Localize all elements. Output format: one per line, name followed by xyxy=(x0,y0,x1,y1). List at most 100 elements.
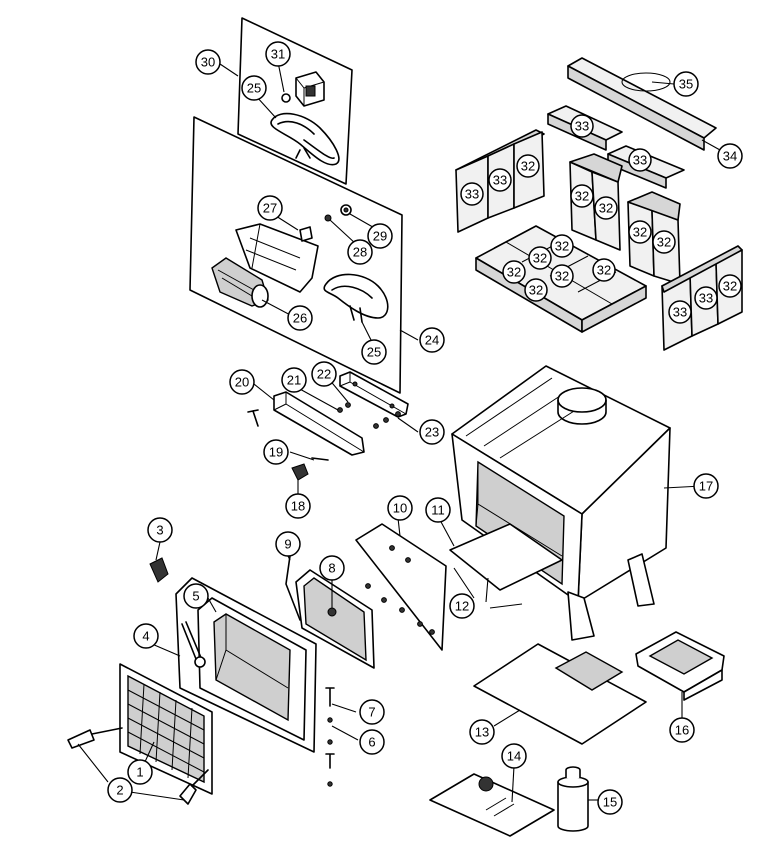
brick-label-number: 32 xyxy=(723,279,737,294)
callout-number: 2 xyxy=(116,783,123,798)
baffle-assembly xyxy=(247,371,409,481)
callout-25: 25 xyxy=(361,339,387,365)
callout-31: 31 xyxy=(265,41,291,67)
brick-label-32: 32 xyxy=(592,258,616,282)
callout-1: 1 xyxy=(127,759,153,785)
brick-label-33: 33 xyxy=(488,168,512,192)
brick-label-circle xyxy=(592,258,616,282)
brick-label-32: 32 xyxy=(516,154,540,178)
callout-circle xyxy=(347,239,373,265)
brick-label-circle xyxy=(488,168,512,192)
callout-25: 25 xyxy=(241,75,267,101)
brick-label-circle xyxy=(570,114,594,138)
brick-label-circle xyxy=(628,220,652,244)
brick-label-circle xyxy=(628,148,652,172)
callout-circle xyxy=(419,419,445,445)
callout-number: 17 xyxy=(699,479,713,494)
callout-15: 15 xyxy=(597,789,623,815)
callout-circle xyxy=(387,495,413,521)
callout-8: 8 xyxy=(319,555,345,581)
callout-number: 6 xyxy=(368,735,375,750)
brick-label-33: 33 xyxy=(460,182,484,206)
callout-number: 34 xyxy=(723,149,737,164)
door-frame xyxy=(149,557,317,753)
callout-22: 22 xyxy=(311,361,337,387)
callout-circle xyxy=(319,555,345,581)
brick-label-32: 32 xyxy=(550,264,574,288)
brick-label-circle xyxy=(550,234,574,258)
floor-protector xyxy=(473,643,647,745)
callout-number: 35 xyxy=(679,77,693,92)
brick-label-circle xyxy=(718,274,742,298)
callout-10: 10 xyxy=(387,495,413,521)
callout-circle xyxy=(133,623,159,649)
brick-label-circle xyxy=(570,184,594,208)
brick-label-number: 32 xyxy=(507,265,521,280)
brick-label-circle xyxy=(668,300,692,324)
owners-manual xyxy=(429,773,555,837)
brick-label-circle xyxy=(516,154,540,178)
callout-number: 4 xyxy=(142,629,149,644)
callout-circle xyxy=(263,439,289,465)
brick-label-number: 33 xyxy=(699,291,713,306)
callout-23: 23 xyxy=(419,419,445,445)
brick-label-number: 32 xyxy=(633,225,647,240)
brick-label-circle xyxy=(694,286,718,310)
ash-pan xyxy=(635,631,725,701)
brick-label-number: 33 xyxy=(465,187,479,202)
brick-label-circle xyxy=(460,182,484,206)
callout-circle xyxy=(107,777,133,803)
callout-number: 24 xyxy=(425,333,439,348)
callout-circle xyxy=(425,497,451,523)
door-gasket-plate xyxy=(355,523,447,651)
callout-35: 35 xyxy=(673,71,699,97)
paint-can xyxy=(557,766,589,832)
callout-number: 29 xyxy=(373,229,387,244)
callout-circle xyxy=(241,75,267,101)
brick-label-number: 32 xyxy=(575,189,589,204)
callout-3: 3 xyxy=(147,517,173,543)
callout-number: 25 xyxy=(247,81,261,96)
callout-circle xyxy=(673,71,699,97)
brick-label-32: 32 xyxy=(652,230,676,254)
callout-2: 2 xyxy=(107,777,133,803)
callout-circle xyxy=(147,517,173,543)
brick-label-number: 33 xyxy=(633,153,647,168)
callout-number: 23 xyxy=(425,425,439,440)
brick-label-32: 32 xyxy=(570,184,594,208)
callout-circle xyxy=(597,789,623,815)
brick-label-circle xyxy=(594,196,618,220)
callout-number: 18 xyxy=(291,499,305,514)
callout-circle xyxy=(285,493,311,519)
callout-circle xyxy=(281,367,307,393)
callout-27: 27 xyxy=(257,195,283,221)
callout-14: 14 xyxy=(501,743,527,769)
callout-circle xyxy=(265,41,291,67)
callout-number: 16 xyxy=(675,723,689,738)
callout-number: 15 xyxy=(603,795,617,810)
brick-label-circle xyxy=(528,246,552,270)
callout-circle xyxy=(469,719,495,745)
brick-label-number: 33 xyxy=(673,305,687,320)
callout-number: 10 xyxy=(393,501,407,516)
callout-9: 9 xyxy=(275,531,301,557)
brick-label-33: 33 xyxy=(668,300,692,324)
brick-label-32: 32 xyxy=(528,246,552,270)
callout-5: 5 xyxy=(183,583,209,609)
callout-18: 18 xyxy=(285,493,311,519)
brick-label-32: 32 xyxy=(524,278,548,302)
callout-circle xyxy=(359,699,385,725)
callout-circle xyxy=(311,361,337,387)
callout-circle xyxy=(183,583,209,609)
callout-circle xyxy=(287,305,313,331)
callout-circle xyxy=(693,473,719,499)
callout-12: 12 xyxy=(449,593,475,619)
callout-circle xyxy=(275,531,301,557)
brick-label-circle xyxy=(550,264,574,288)
callout-number: 31 xyxy=(271,47,285,62)
callout-number: 1 xyxy=(136,765,143,780)
callout-number: 20 xyxy=(235,375,249,390)
callout-number: 14 xyxy=(507,749,521,764)
